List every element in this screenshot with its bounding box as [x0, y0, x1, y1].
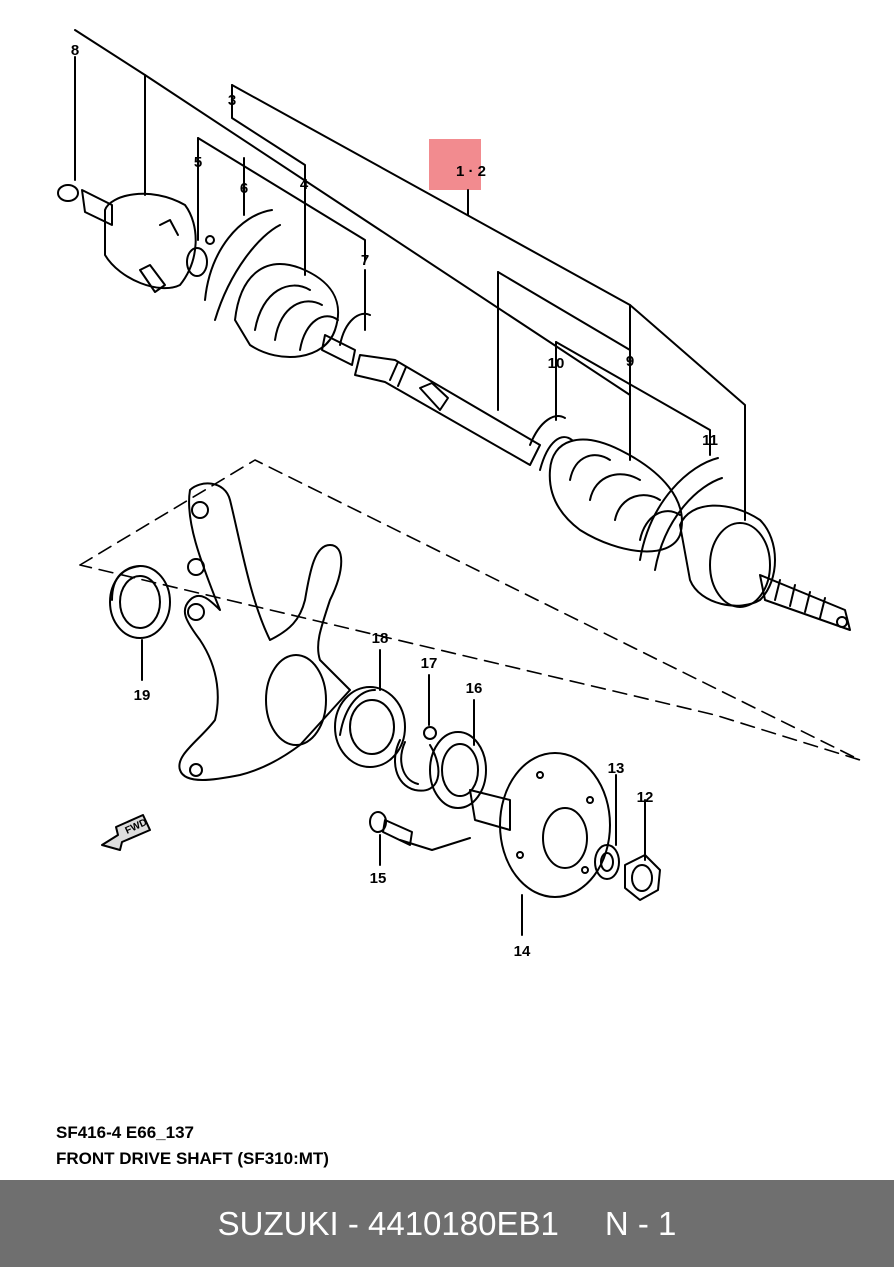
callout-8: 8 [71, 42, 79, 59]
callout-5: 5 [194, 154, 202, 171]
callout-17: 17 [421, 655, 438, 672]
callout-1-2: 1 · 2 [456, 163, 486, 180]
part-highlight-box [429, 139, 481, 190]
hub-seal [429, 731, 487, 809]
wheel-hub [469, 752, 611, 898]
callout-3: 3 [228, 92, 236, 109]
callout-6: 6 [240, 180, 248, 197]
callout-13: 13 [608, 760, 625, 777]
assembly-outline-dashed [79, 459, 861, 761]
callout-4: 4 [300, 176, 309, 193]
footer-part-number: 4410180EB1 [367, 1204, 559, 1242]
callout-9: 9 [626, 353, 634, 370]
callout-19: 19 [134, 687, 151, 704]
washer [594, 844, 620, 880]
callout-18: 18 [372, 630, 389, 647]
callout-12: 12 [637, 789, 654, 806]
hub-nut [624, 854, 661, 901]
fwd-arrow [101, 814, 151, 851]
wheel-bolt [369, 811, 413, 846]
callout-labels: 8 3 1 · 2 5 6 4 7 9 10 11 18 17 16 19 13… [71, 42, 718, 960]
caption-code: SF416-4 E66_137 [56, 1123, 194, 1142]
inner-boot [204, 209, 371, 366]
oil-seal [109, 565, 171, 639]
exploded-drive-shaft-diagram: 8 3 1 · 2 5 6 4 7 9 10 11 18 17 16 19 13… [57, 29, 861, 960]
outer-boot [529, 415, 723, 571]
callout-11: 11 [702, 432, 718, 449]
footer-separator: - [338, 1204, 368, 1242]
callout-7: 7 [361, 252, 369, 269]
caption-title: FRONT DRIVE SHAFT (SF310:MT) [56, 1149, 329, 1168]
callout-15: 15 [370, 870, 387, 887]
callout-14: 14 [514, 943, 531, 960]
footer-note: N - 1 [604, 1204, 677, 1242]
callout-10: 10 [548, 355, 565, 372]
outer-cv-joint [679, 504, 851, 631]
diagram-caption: SF416-4 E66_137 FRONT DRIVE SHAFT (SF310… [56, 1120, 329, 1172]
callout-16: 16 [466, 680, 483, 697]
footer-brand: SUZUKI [217, 1204, 339, 1242]
footer-bar: SUZUKI - 4410180EB1 N - 1 [0, 1180, 894, 1267]
shaft [354, 354, 541, 466]
circlip [394, 726, 440, 792]
inner-cv-joint [57, 184, 215, 293]
steering-knuckle [178, 482, 351, 781]
wheel-bearing [334, 686, 406, 768]
